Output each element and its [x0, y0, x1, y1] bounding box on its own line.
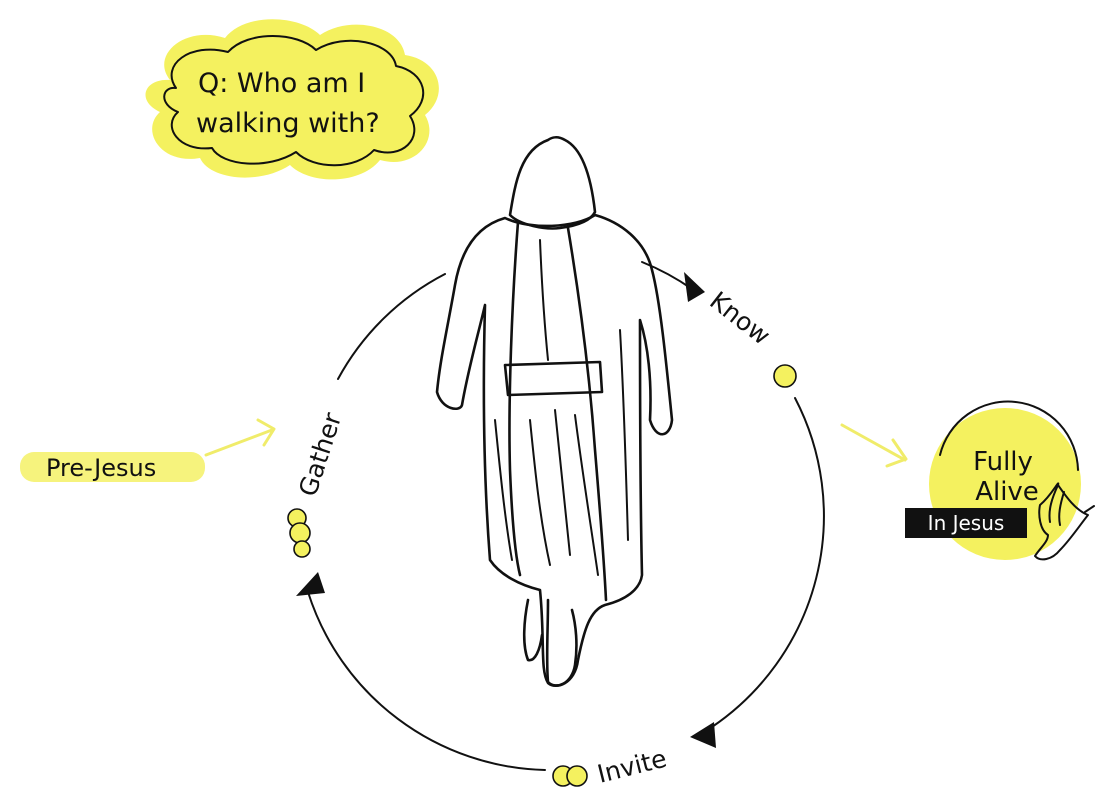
- gather-dots: [288, 509, 310, 557]
- arrowhead-know: [684, 272, 705, 302]
- arrowhead-invite: [690, 722, 716, 748]
- stage-label-know: Know: [704, 286, 775, 351]
- cycle-arc-bottom: [308, 592, 545, 770]
- jesus-figure-illustration: [437, 137, 672, 685]
- question-cloud: Q: Who am I walking with?: [146, 19, 439, 179]
- pre-jesus-label: Pre-Jesus: [46, 454, 156, 482]
- arrowhead-gather: [296, 572, 325, 596]
- stage-label-invite: Invite: [594, 744, 669, 789]
- invite-dots: [553, 766, 587, 786]
- fully-alive-arrow: [842, 425, 906, 466]
- fully-alive-line-1: Fully: [973, 447, 1033, 477]
- pre-jesus: Pre-Jesus: [20, 420, 274, 482]
- cycle-arc-right: [712, 398, 824, 727]
- in-jesus-label: In Jesus: [928, 511, 1005, 535]
- fully-alive-line-2: Alive: [975, 477, 1039, 507]
- question-line-2: walking with?: [196, 108, 380, 139]
- question-line-1: Q: Who am I: [198, 68, 365, 99]
- stage-label-gather: Gather: [293, 408, 347, 499]
- fully-alive: Fully Alive In Jesus: [842, 402, 1094, 560]
- cycle-arc-top: [338, 274, 445, 379]
- pre-jesus-arrow: [206, 420, 274, 455]
- know-dot: [774, 365, 796, 387]
